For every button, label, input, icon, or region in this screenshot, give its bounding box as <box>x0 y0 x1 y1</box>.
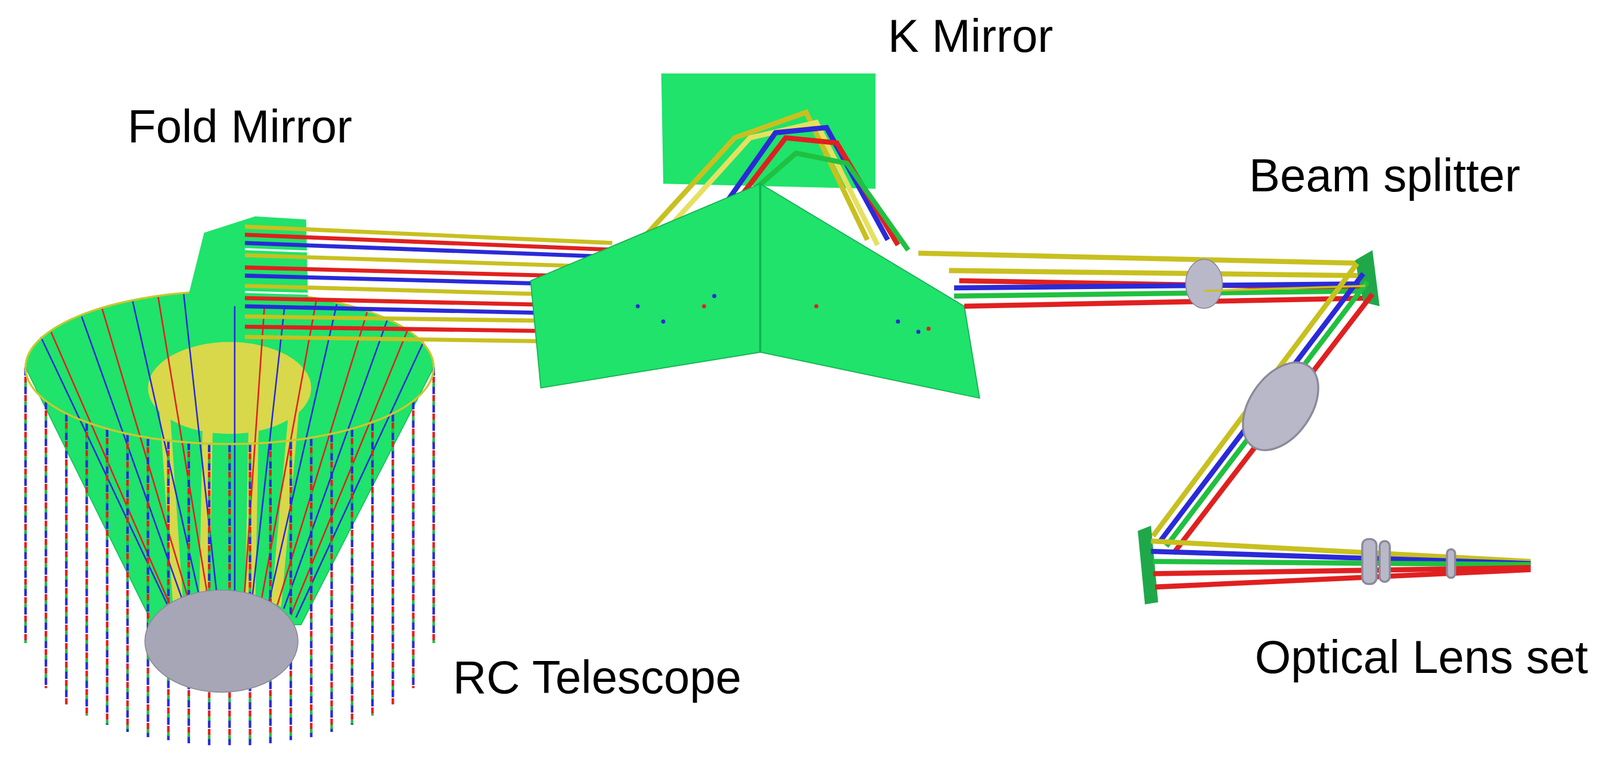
beam-to-beam-splitter <box>918 253 1366 307</box>
k-mirror <box>530 73 980 399</box>
part-label: RC Telescope <box>452 650 742 705</box>
beam-to-lens-set <box>1151 541 1531 587</box>
second-mirror <box>1137 525 1158 605</box>
beam-splitter <box>1185 259 1223 309</box>
part-label: Fold Mirror <box>127 100 353 154</box>
part-label: Optical Lens set <box>1254 630 1589 685</box>
part-label: K Mirror <box>887 9 1053 64</box>
part-label: Beam splitter <box>1249 148 1521 203</box>
rc-telescope <box>25 290 434 745</box>
beam-down <box>1153 263 1373 553</box>
lens-set <box>1362 538 1456 584</box>
relay-lens <box>1227 348 1334 465</box>
